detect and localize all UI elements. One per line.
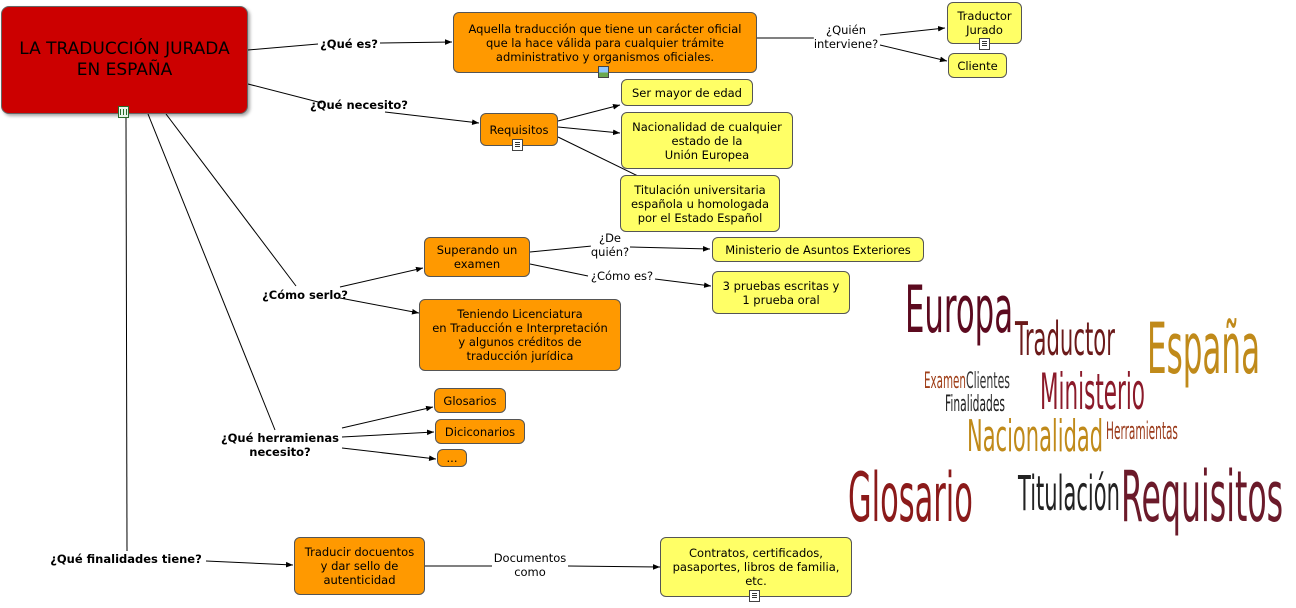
link-requisitos-nacionalidad xyxy=(557,126,621,136)
link-examen-como-es xyxy=(529,263,589,277)
label-herramientas: ¿Qué herramienas necesito? xyxy=(220,431,340,459)
link-herr-diccionarios xyxy=(341,429,435,438)
cloud-word-nacionalidad: Nacionalidad xyxy=(967,411,1104,462)
link-necesito-requisitos xyxy=(384,111,480,125)
film-icon[interactable] xyxy=(118,106,129,118)
link-requisitos-titulacion xyxy=(557,136,639,177)
node-licenciatura[interactable]: Teniendo Licenciatura en Traducción e In… xyxy=(419,299,621,371)
node-cliente[interactable]: Cliente xyxy=(948,53,1007,78)
label-quien-interviene: ¿Quién interviene? xyxy=(813,23,879,51)
node-traducir[interactable]: Traducir docuentos y dar sello de autent… xyxy=(294,537,425,595)
document-icon[interactable] xyxy=(749,590,760,602)
link-root-que-necesito xyxy=(247,83,323,104)
cloud-word-europa: Europa xyxy=(905,273,1014,348)
cloud-word-examen: Examen xyxy=(924,369,966,394)
cloud-word-finalidades: Finalidades xyxy=(945,392,1006,417)
link-root-finalidades xyxy=(125,117,128,552)
link-quien-cliente xyxy=(879,44,948,63)
link-serlo-examen xyxy=(339,266,424,288)
link-quien-traductor xyxy=(879,25,946,36)
node-titulacion[interactable]: Titulación universitaria española u homo… xyxy=(620,175,780,232)
label-de-quien: ¿De quién? xyxy=(590,231,630,259)
node-mayor-edad[interactable]: Ser mayor de edad xyxy=(621,79,753,106)
link-herr-mas xyxy=(341,447,437,461)
label-finalidades: ¿Qué finalidades tiene? xyxy=(50,552,202,566)
link-que-es-definicion xyxy=(379,39,453,45)
node-mas[interactable]: ... xyxy=(437,449,467,467)
label-que-es: ¿Qué es? xyxy=(320,37,378,51)
label-como-serlo: ¿Cómo serlo? xyxy=(262,288,348,302)
label-documentos-como: Documentos como xyxy=(493,551,567,579)
document-icon[interactable] xyxy=(979,38,990,50)
label-como-es: ¿Cómo es? xyxy=(590,269,654,283)
cloud-word-clientes: Clientes xyxy=(966,369,1010,394)
link-serlo-licenciatura xyxy=(339,297,420,315)
link-herr-glosarios xyxy=(341,405,434,429)
node-diccionarios[interactable]: Diciconarios xyxy=(435,419,525,444)
cloud-word-titulacion: Titulación xyxy=(1018,466,1120,522)
node-documentos[interactable]: Contratos, certificados, pasaportes, lib… xyxy=(660,537,852,597)
cloud-word-traductor: Traductor xyxy=(1015,312,1115,366)
link-root-que-es xyxy=(247,43,319,51)
link-requisitos-edad xyxy=(557,104,621,122)
link-root-herramientas xyxy=(147,113,276,431)
node-definicion[interactable]: Aquella traducción que tiene un carácter… xyxy=(453,12,757,73)
link-docs-documentos xyxy=(567,564,661,570)
node-nacionalidad[interactable]: Nacionalidad de cualquier estado de la U… xyxy=(621,112,793,169)
link-como-es-pruebas xyxy=(654,278,712,288)
link-finalidades-traducir xyxy=(205,560,294,568)
cloud-word-herramientas: Herramientas xyxy=(1106,417,1178,445)
label-que-necesito: ¿Qué necesito? xyxy=(310,98,408,112)
link-examen-de-quien xyxy=(529,245,593,253)
link-de-quien-ministerio xyxy=(629,246,711,252)
node-pruebas[interactable]: 3 pruebas escritas y 1 prueba oral xyxy=(712,271,850,314)
cloud-word-glosario: Glosario xyxy=(848,459,973,538)
root-concept[interactable]: LA TRADUCCIÓN JURADA EN ESPAÑA xyxy=(1,6,248,114)
node-ministerio[interactable]: Ministerio de Asuntos Exteriores xyxy=(712,237,924,262)
cloud-word-espana: España xyxy=(1147,308,1261,390)
node-examen[interactable]: Superando un examen xyxy=(424,237,530,277)
cloud-word-requisitos: Requisitos xyxy=(1121,456,1284,538)
image-icon[interactable] xyxy=(598,66,609,78)
cloud-word-ministerio: Ministerio xyxy=(1040,363,1145,421)
link-root-como-serlo xyxy=(165,113,297,287)
document-icon[interactable] xyxy=(512,139,523,151)
node-glosarios[interactable]: Glosarios xyxy=(434,388,506,413)
